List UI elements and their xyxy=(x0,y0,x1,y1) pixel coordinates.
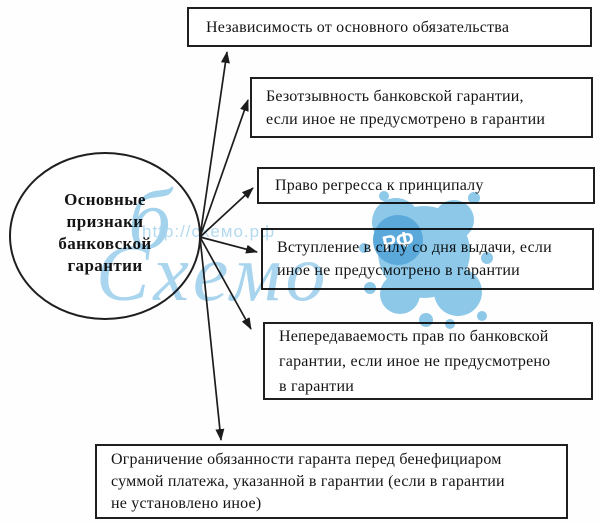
arrow-to-non-transferability xyxy=(199,236,252,330)
feature-text: Право регресса к принципалу xyxy=(275,177,484,194)
feature-box-independence: Независимость от основного обязательства xyxy=(187,7,592,47)
arrow-to-irrevocability xyxy=(199,99,249,238)
central-topic-ellipse: Основные признаки банковской гарантии xyxy=(9,152,201,320)
feature-box-non-transferability: Непередаваемость прав по банковской гара… xyxy=(263,322,593,400)
feature-text: Непередаваемость прав по банковской гара… xyxy=(279,327,551,395)
feature-text: Ограничение обязанности гаранта перед бе… xyxy=(111,450,505,512)
feature-text: Независимость от основного обязательства xyxy=(206,18,510,36)
feature-text: Вступление в силу со дня выдачи, если ин… xyxy=(277,239,552,279)
feature-box-recourse: Право регресса к принципалу xyxy=(257,167,595,204)
feature-box-entry-into-force: Вступление в силу со дня выдачи, если ин… xyxy=(261,228,594,290)
arrow-to-recourse xyxy=(199,187,254,238)
feature-box-irrevocability: Безотзывность банковской гарантии, если … xyxy=(250,77,593,138)
feature-text: Безотзывность банковской гарантии, если … xyxy=(266,87,546,128)
arrow-to-entry-into-force xyxy=(199,236,258,254)
arrow-to-limitation xyxy=(199,236,225,441)
arrow-to-independence xyxy=(199,51,230,238)
feature-box-limitation: Ограничение обязанности гаранта перед бе… xyxy=(95,444,568,519)
central-topic-label: Основные признаки банковской гарантии xyxy=(58,190,152,275)
